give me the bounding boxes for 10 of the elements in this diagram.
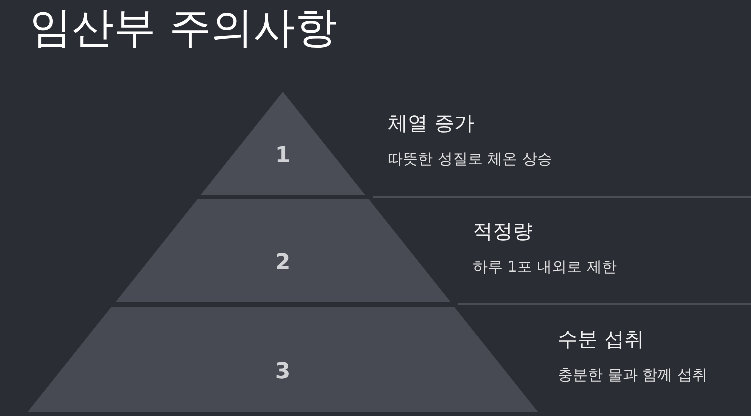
tier-number: 2 xyxy=(275,250,291,275)
step-heading: 수분 섭취 xyxy=(558,326,644,352)
title: 임산부 주의사항 xyxy=(30,2,338,54)
step-description: 따뜻한 성질로 체온 상승 xyxy=(388,149,552,169)
step-description: 충분한 물과 함께 섭취 xyxy=(558,365,708,385)
step-description: 하루 1포 내외로 제한 xyxy=(473,257,617,277)
tier-number: 1 xyxy=(275,143,291,168)
tier-number: 3 xyxy=(275,359,291,384)
step-heading: 적정량 xyxy=(473,218,533,244)
step-heading: 체열 증가 xyxy=(388,110,474,136)
